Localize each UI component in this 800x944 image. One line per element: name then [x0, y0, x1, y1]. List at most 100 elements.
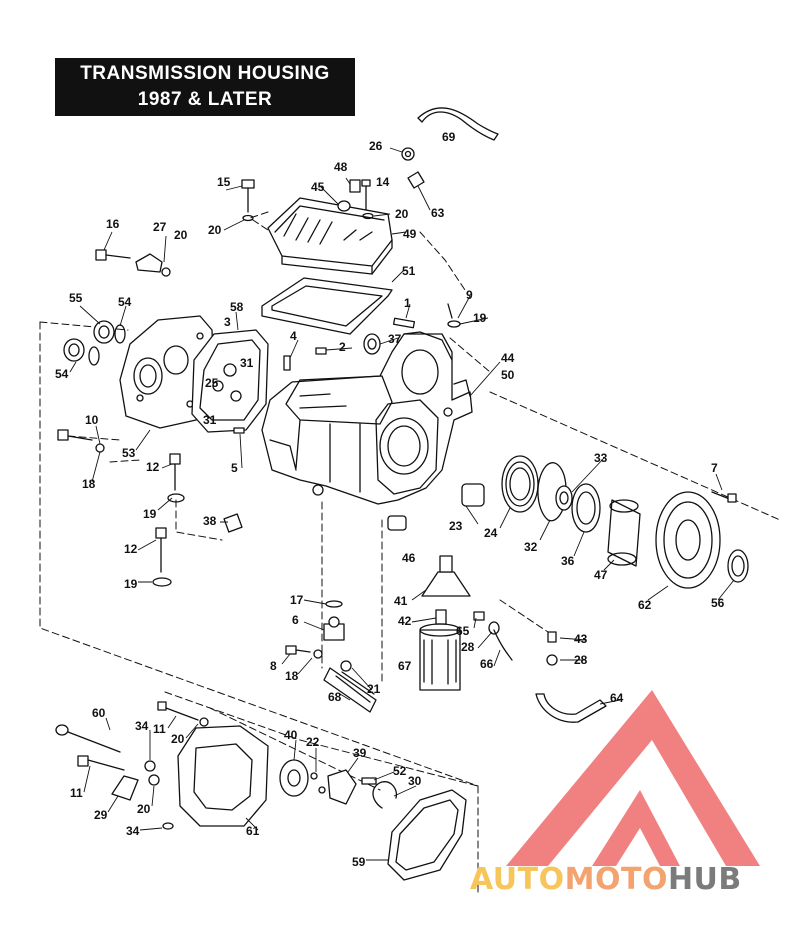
callout-3: 3: [224, 315, 231, 329]
callout-40: 40: [284, 728, 298, 742]
callout-44: 44: [501, 351, 515, 365]
cam-39: [327, 769, 357, 805]
callout-21: 21: [367, 682, 381, 696]
clamp-28-lower: [546, 654, 558, 666]
callout-48: 48: [334, 160, 348, 174]
callout-33: 33: [594, 451, 608, 465]
fitting-26: [401, 147, 415, 161]
bolt-11-lower: [77, 755, 125, 771]
callout-2: 2: [339, 340, 346, 354]
bolt-15: [241, 179, 255, 213]
bracket-29: [111, 775, 139, 801]
washer-19-lower: [152, 577, 172, 587]
hose-66: [493, 629, 513, 661]
callout-38: 38: [203, 514, 217, 528]
callout-16: 16: [106, 217, 120, 231]
callout-12-lower: 12: [124, 542, 138, 556]
title-box: TRANSMISSION HOUSING 1987 & LATER: [55, 58, 355, 116]
seal-33: [555, 485, 573, 511]
screw-7: [711, 491, 737, 503]
callout-32: 32: [524, 540, 538, 554]
fitting-43: [547, 631, 557, 643]
callout-18-left: 18: [82, 477, 96, 491]
callout-36: 36: [561, 554, 575, 568]
callout-34-upper: 34: [135, 719, 149, 733]
callout-8: 8: [270, 659, 277, 673]
ring-56: [727, 549, 749, 583]
top-cover-49: [267, 197, 393, 275]
ball-22: [310, 772, 326, 794]
washer-20-clamp: [161, 267, 171, 277]
callout-54-lower: 54: [55, 367, 69, 381]
logo-mark: [506, 690, 760, 866]
side-cover-61: [177, 725, 269, 827]
washer-18-left: [95, 443, 105, 453]
callout-41: 41: [394, 594, 408, 608]
callout-27: 27: [153, 220, 167, 234]
callout-43: 43: [574, 632, 588, 646]
callout-20-top: 20: [208, 223, 222, 237]
bolt-10: [57, 429, 93, 441]
callout-25: 25: [205, 376, 219, 390]
seal-55-lower: [63, 338, 85, 362]
washer-20-lower: [148, 774, 160, 786]
callout-30: 30: [408, 774, 422, 788]
callout-37: 37: [388, 332, 402, 346]
callout-19-upper: 19: [143, 507, 157, 521]
callout-19-top: 19: [473, 311, 487, 325]
sprocket-62: [655, 491, 721, 589]
washer-34-upper: [144, 760, 156, 772]
bearing-24: [501, 455, 539, 513]
callout-20-lower-upper: 20: [171, 732, 185, 746]
callout-39: 39: [353, 746, 367, 760]
gasket-17: [325, 600, 343, 608]
callout-14: 14: [376, 175, 390, 189]
callout-20-lower: 20: [137, 802, 151, 816]
title-line-2: 1987 & LATER: [137, 89, 273, 110]
callout-23: 23: [449, 519, 463, 533]
watermark-part-auto: AUTO: [470, 862, 565, 897]
watermark-automotohub: AUTOMOTOHUB: [470, 862, 742, 897]
callout-18-drain: 18: [285, 669, 299, 683]
bushing-23: [461, 483, 485, 507]
callout-6: 6: [292, 613, 299, 627]
elbow-63: [407, 171, 425, 189]
callout-53: 53: [122, 446, 136, 460]
bolt-16: [95, 249, 131, 261]
clamp-28-upper: [488, 621, 500, 635]
filter-67: [419, 623, 461, 691]
hose-69: [417, 107, 499, 141]
callout-67: 67: [398, 659, 412, 673]
callout-34-lower: 34: [126, 824, 140, 838]
callout-62: 62: [638, 598, 652, 612]
gasket-59: [387, 789, 467, 881]
seal-36: [571, 483, 601, 533]
seal-55-upper: [93, 320, 115, 344]
clamp-27: [135, 253, 163, 273]
bolt-11-upper: [157, 701, 199, 721]
callout-15: 15: [217, 175, 231, 189]
callout-45: 45: [311, 180, 325, 194]
callout-19-lower: 19: [124, 577, 138, 591]
bolt-12-lower: [155, 527, 167, 573]
callout-17: 17: [290, 593, 304, 607]
pin-52: [361, 777, 377, 785]
valve-48: [349, 179, 361, 193]
callout-9: 9: [466, 288, 473, 302]
pin-1: [392, 317, 416, 329]
gasket-51: [261, 277, 393, 335]
bolt-12-upper: [169, 453, 181, 491]
callout-24: 24: [484, 526, 498, 540]
hose-64: [535, 693, 607, 723]
callout-46: 46: [402, 551, 416, 565]
callout-20-right: 20: [395, 207, 409, 221]
fitting-65: [473, 611, 485, 621]
ring-30: [372, 781, 398, 809]
callout-59: 59: [352, 855, 366, 869]
callout-20-clamp: 20: [174, 228, 188, 242]
spacer-47: [607, 499, 641, 567]
callout-31-lower: 31: [203, 413, 217, 427]
callout-66: 66: [480, 657, 494, 671]
